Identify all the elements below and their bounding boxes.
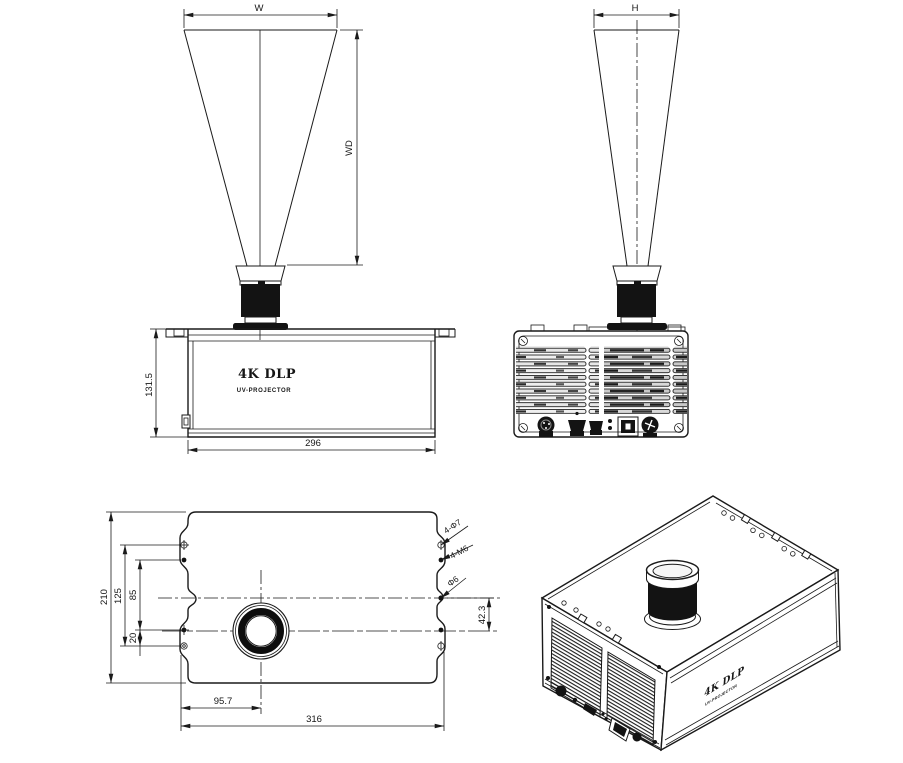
iso-front-edge-notches bbox=[561, 600, 623, 644]
iso-right-face bbox=[660, 568, 841, 752]
front-dim-wd: WD bbox=[287, 29, 363, 266]
iso-lens bbox=[644, 559, 701, 630]
dim-label-125: 125 bbox=[113, 588, 124, 604]
isometric-view: 4K DLP UV-PROJECTOR bbox=[540, 495, 841, 752]
top-outline bbox=[179, 511, 446, 684]
iso-fuse-holder bbox=[632, 732, 642, 742]
dim-label-210: 210 bbox=[99, 589, 110, 605]
top-dim-125: 125 bbox=[113, 544, 181, 647]
side-clip bbox=[181, 414, 191, 429]
dim-label-w: W bbox=[255, 3, 264, 14]
front-logo-product: UV-PROJECTOR bbox=[237, 388, 291, 394]
rear-lens-assembly bbox=[588, 265, 686, 332]
iso-hdmi-port bbox=[583, 703, 597, 716]
top-view: 210 125 85 20 95.7 316 bbox=[99, 511, 502, 731]
hole-callouts: 4-Φ7 4-M6 Φ6 bbox=[440, 517, 474, 599]
top-dim-85: 85 bbox=[128, 559, 181, 631]
dim-label-296: 296 bbox=[305, 438, 321, 449]
power-switch bbox=[617, 416, 639, 437]
front-view: W WD bbox=[144, 3, 456, 454]
power-din-connector bbox=[537, 416, 555, 434]
hdmi-port bbox=[568, 420, 586, 431]
callout-4-d7: 4-Φ7 bbox=[442, 517, 464, 536]
rear-dim-h: H bbox=[593, 3, 680, 28]
vent-grille-right bbox=[604, 346, 687, 414]
rear-body bbox=[513, 324, 689, 438]
top-dim-210: 210 bbox=[99, 511, 186, 684]
top-dim-42-3: 42.3 bbox=[447, 597, 494, 632]
callout-4-m6: 4-M6 bbox=[448, 543, 470, 561]
dim-label-h: H bbox=[632, 3, 639, 14]
usb-port bbox=[589, 421, 603, 430]
dim-label-wd: WD bbox=[344, 140, 355, 156]
iso-connectors bbox=[546, 605, 661, 744]
rear-view: H bbox=[513, 3, 689, 438]
front-body: 4K DLP UV-PROJECTOR bbox=[165, 328, 456, 438]
iso-back-edge-notches bbox=[721, 510, 812, 560]
rear-connectors bbox=[537, 411, 659, 437]
dim-label-316: 316 bbox=[306, 714, 322, 725]
front-dim-w: W bbox=[183, 3, 338, 28]
vent-grille-left bbox=[516, 346, 599, 414]
callout-d6: Φ6 bbox=[445, 574, 460, 589]
top-dim-95-7: 95.7 bbox=[180, 655, 262, 731]
front-lens-assembly bbox=[233, 265, 288, 330]
led-indicator bbox=[608, 419, 612, 423]
rear-projection-cone bbox=[593, 20, 680, 360]
front-logo-brand: 4K DLP bbox=[238, 367, 296, 382]
top-lens bbox=[232, 602, 290, 660]
front-dim-width: 296 bbox=[187, 438, 436, 454]
dim-label-131-5: 131.5 bbox=[144, 373, 155, 397]
dim-label-20: 20 bbox=[128, 633, 139, 644]
iso-power-din bbox=[555, 685, 567, 697]
corner-screws bbox=[518, 336, 684, 433]
dim-label-85: 85 bbox=[128, 590, 139, 601]
dim-label-95-7: 95.7 bbox=[214, 696, 233, 707]
top-dim-316: 316 bbox=[180, 652, 445, 731]
dim-label-42-3: 42.3 bbox=[477, 606, 488, 625]
top-dim-20: 20 bbox=[128, 629, 143, 656]
front-dim-height: 131.5 bbox=[144, 328, 188, 438]
